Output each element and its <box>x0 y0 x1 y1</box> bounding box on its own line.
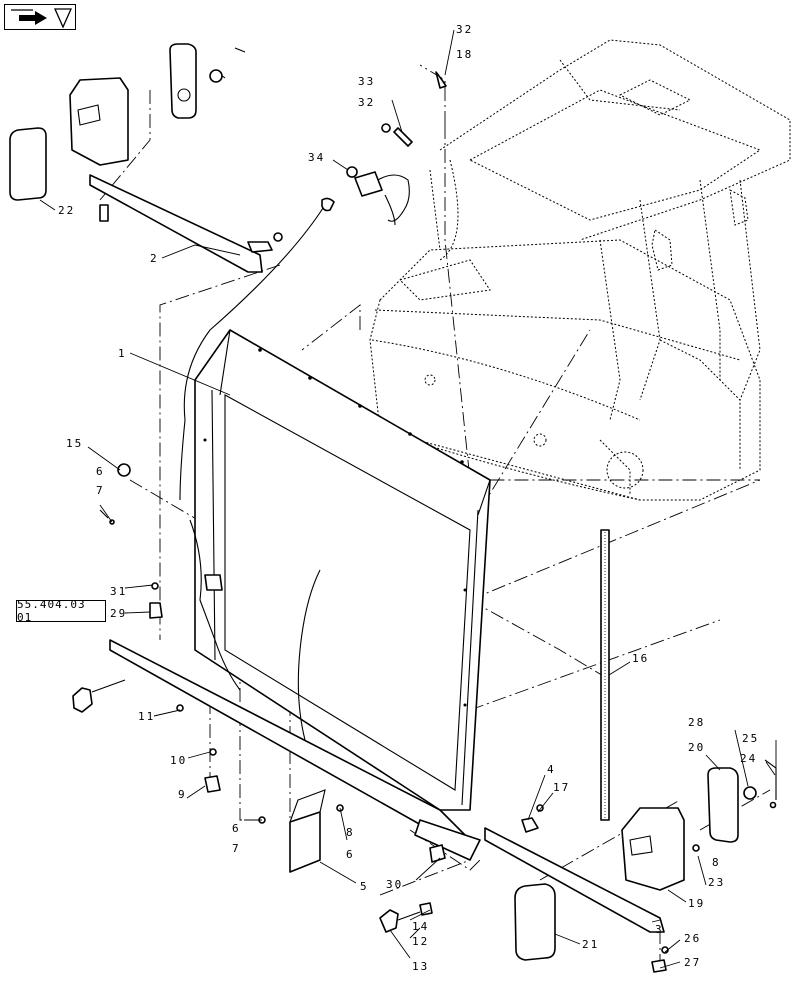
callout-34: 34 <box>308 151 325 164</box>
cab-assembly <box>369 39 791 501</box>
harness-assembly[interactable] <box>179 71 447 501</box>
callout-8a: 8 <box>346 826 355 839</box>
callout-7a: 7 <box>96 484 105 497</box>
callout-11: 11 <box>138 710 155 723</box>
leader-lines <box>39 29 777 969</box>
callout-13: 13 <box>412 960 429 973</box>
callout-labels: 1 2 3 4 5 6 6 6 7 7 8 8 9 10 11 12 13 14… <box>58 23 759 973</box>
callout-20: 20 <box>688 741 705 754</box>
callout-25: 25 <box>742 732 759 745</box>
callout-5: 5 <box>360 880 369 893</box>
callout-6a: 6 <box>96 465 105 478</box>
callout-4: 4 <box>547 763 556 776</box>
left-hardware[interactable] <box>72 463 321 793</box>
callout-10: 10 <box>170 754 187 767</box>
left-light-assembly[interactable] <box>9 43 283 273</box>
callout-19: 19 <box>688 897 705 910</box>
callout-21: 21 <box>582 938 599 951</box>
seal-strip[interactable] <box>600 529 610 821</box>
navigation-arrow-icon[interactable] <box>4 4 76 30</box>
callout-30: 30 <box>386 878 403 891</box>
callout-1: 1 <box>118 347 127 360</box>
callout-2: 2 <box>150 252 159 265</box>
right-light-assembly[interactable] <box>484 759 777 973</box>
callout-9: 9 <box>178 788 187 801</box>
reference-link[interactable]: 55.404.03 01 <box>16 598 106 624</box>
callout-14: 14 <box>412 920 429 933</box>
callout-29: 29 <box>110 607 127 620</box>
callout-31: 31 <box>110 585 127 598</box>
bottom-hardware[interactable] <box>258 789 446 933</box>
callout-23: 23 <box>708 876 725 889</box>
callout-6c: 6 <box>346 848 355 861</box>
callout-26: 26 <box>684 932 701 945</box>
callout-18: 18 <box>456 48 473 61</box>
callout-15: 15 <box>66 437 83 450</box>
callout-12: 12 <box>412 935 429 948</box>
callout-32b: 32 <box>358 96 375 109</box>
callout-33: 33 <box>358 75 375 88</box>
callout-16: 16 <box>632 652 649 665</box>
callout-27: 27 <box>684 956 701 969</box>
callout-32a: 32 <box>456 23 473 36</box>
main-frame[interactable] <box>109 329 491 861</box>
callout-28: 28 <box>688 716 705 729</box>
callout-22: 22 <box>58 204 75 217</box>
callout-17: 17 <box>553 781 570 794</box>
callout-7b: 7 <box>232 842 241 855</box>
callout-8b: 8 <box>712 856 721 869</box>
callout-3: 3 <box>655 923 664 936</box>
callout-6b: 6 <box>232 822 241 835</box>
callout-24: 24 <box>740 752 757 765</box>
